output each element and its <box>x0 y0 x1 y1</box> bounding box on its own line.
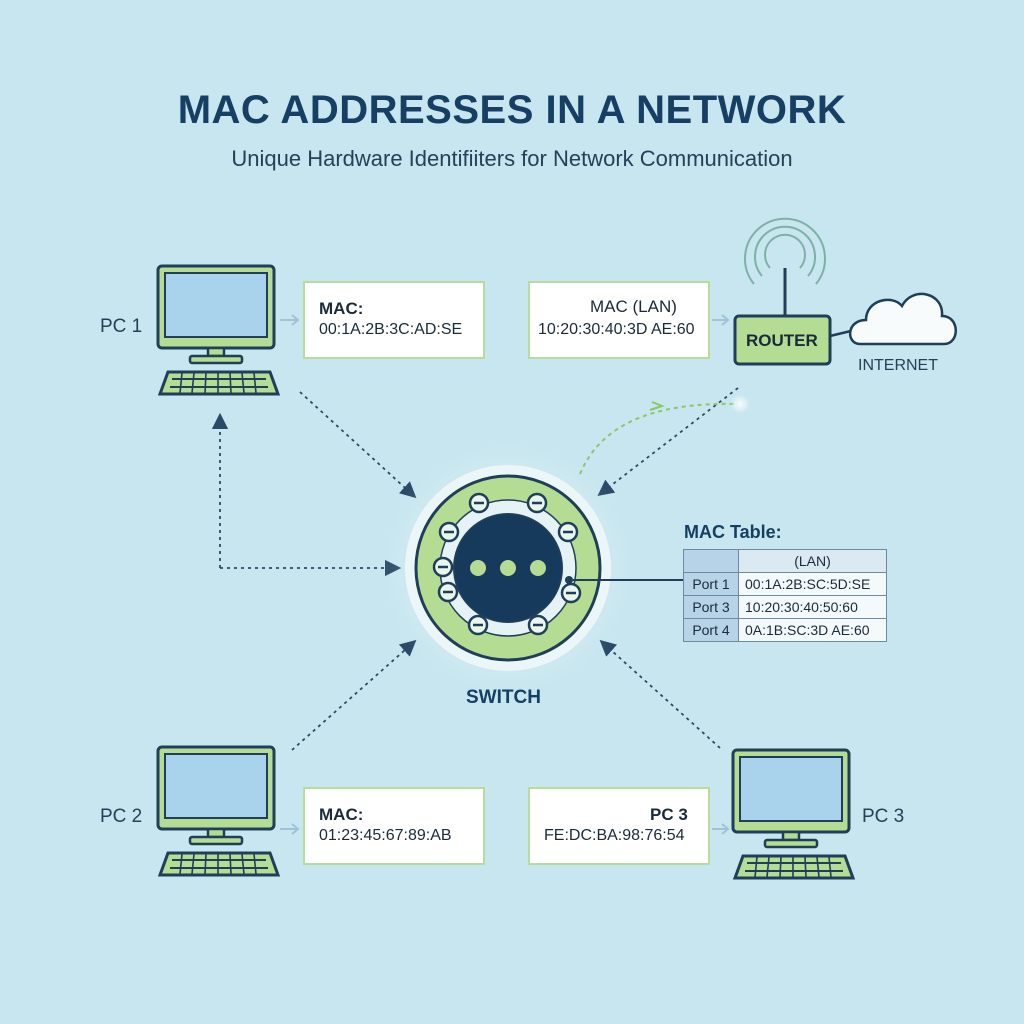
pc3-computer-icon[interactable] <box>731 748 855 880</box>
mac-table: (LAN) Port 1 00:1A:2B:SC:5D:SE Port 3 10… <box>683 549 887 642</box>
pc1-mac-heading: MAC: <box>319 299 364 318</box>
pc1-computer-icon[interactable] <box>156 264 280 396</box>
green-data-flow <box>579 402 739 475</box>
pc1-mac-value: 00:1A:2B:3C:AD:SE <box>319 321 463 338</box>
pc-to-box-arrows <box>280 314 730 835</box>
router-icon[interactable] <box>733 314 832 366</box>
pc3-mac-value: FE:DC:BA:98:76:54 <box>544 827 685 844</box>
pc2-mac-heading: MAC: <box>319 805 364 824</box>
table-cell-mac: 10:20:30:40:50:60 <box>738 595 887 619</box>
switch-label: SWITCH <box>466 687 541 708</box>
table-cell-port: Port 3 <box>683 595 739 619</box>
pc1-mac-box: MAC: 00:1A:2B:3C:AD:SE <box>303 281 485 359</box>
pc2-label: PC 2 <box>100 806 143 827</box>
cloud-icon[interactable] <box>849 292 957 346</box>
table-cell-mac: 00:1A:2B:SC:5D:SE <box>738 572 887 596</box>
router-label: ROUTER <box>746 331 818 350</box>
table-row: Port 4 0A:1B:SC:3D AE:60 <box>683 618 887 642</box>
pc3-label: PC 3 <box>862 806 905 827</box>
pc3-mac-heading: PC 3 <box>650 805 688 824</box>
page-title: MAC ADDRESSES IN A NETWORK <box>177 88 847 132</box>
page-subtitle: Unique Hardware Identifiiters for Networ… <box>231 146 793 171</box>
table-cell-port: Port 4 <box>683 618 739 642</box>
pc2-mac-box: MAC: 01:23:45:67:89:AB <box>303 787 485 865</box>
router-mac-heading: MAC (LAN) <box>590 297 677 316</box>
table-cell-mac: 0A:1B:SC:3D AE:60 <box>738 618 887 642</box>
router-mac-box: MAC (LAN) 10:20:30:40:3D AE:60 <box>528 281 710 359</box>
switch-icon[interactable] <box>380 440 636 696</box>
mac-table-title: MAC Table: <box>684 522 782 542</box>
table-row: Port 3 10:20:30:40:50:60 <box>683 595 887 619</box>
pc2-computer-icon[interactable] <box>156 745 280 877</box>
pc2-mac-value: 01:23:45:67:89:AB <box>319 827 452 844</box>
internet-label: INTERNET <box>858 357 938 374</box>
pc1-label: PC 1 <box>100 316 143 337</box>
wifi-signal-icon <box>744 217 826 285</box>
mac-table-header: (LAN) <box>738 549 887 573</box>
router-mac-value: 10:20:30:40:3D AE:60 <box>538 321 695 338</box>
table-row: Port 1 00:1A:2B:SC:5D:SE <box>683 572 887 596</box>
dotted-connections <box>211 387 739 751</box>
table-cell-port: Port 1 <box>683 572 739 596</box>
pc3-mac-box: PC 3 FE:DC:BA:98:76:54 <box>528 787 710 865</box>
